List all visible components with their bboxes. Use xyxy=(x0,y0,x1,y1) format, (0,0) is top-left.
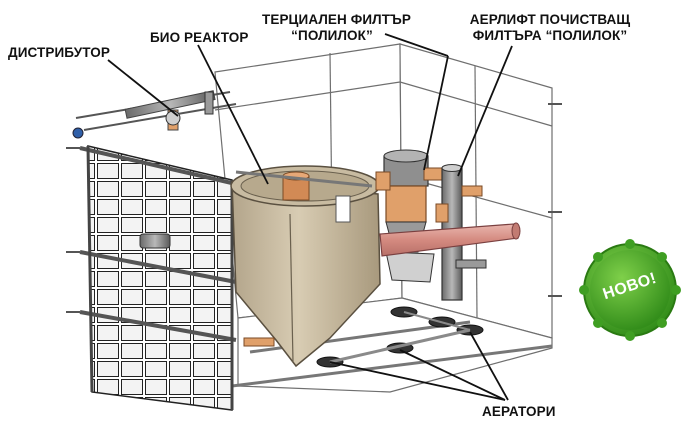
distributor-pipe xyxy=(72,90,216,139)
bio-reactor-tank xyxy=(230,165,381,368)
new-badge xyxy=(579,239,681,341)
leader-aerator-c xyxy=(469,331,509,401)
leader-lines xyxy=(107,33,513,401)
label-aerators: АЕРАТОРИ xyxy=(482,404,556,419)
label-tertiary-filter-line1: ТЕРЦИАЛЕН ФИЛТЪР xyxy=(262,12,411,27)
leader-distributor xyxy=(107,59,179,117)
label-airlift: АЕРЛИФТ ПОЧИСТВАЩ ФИЛТЪРА “ПОЛИЛОК” xyxy=(462,12,638,44)
leader-aerator-a xyxy=(329,361,506,401)
wall-brackets xyxy=(66,103,562,313)
label-bio-reactor: БИО РЕАКТОР xyxy=(150,30,249,45)
label-airlift-line1: АЕРЛИФТ ПОЧИСТВАЩ xyxy=(469,12,631,27)
label-distributor: ДИСТРИБУТОР xyxy=(8,45,110,60)
label-tertiary-filter: ТЕРЦИАЛЕН ФИЛТЪР “ПОЛИЛОК” xyxy=(262,12,411,44)
leader-tertiary-filter-down xyxy=(423,55,449,171)
leader-aerator-b xyxy=(399,349,506,401)
outlet-pipe xyxy=(379,222,521,257)
leader-airlift xyxy=(457,45,513,177)
leader-tertiary-filter xyxy=(384,33,449,57)
label-airlift-line2: ФИЛТЪРА “ПОЛИЛОК” xyxy=(472,28,628,43)
label-tertiary-filter-line2: “ПОЛИЛОК” xyxy=(291,28,373,43)
leader-bio-reactor xyxy=(197,44,269,185)
front-module-cage xyxy=(79,145,237,411)
